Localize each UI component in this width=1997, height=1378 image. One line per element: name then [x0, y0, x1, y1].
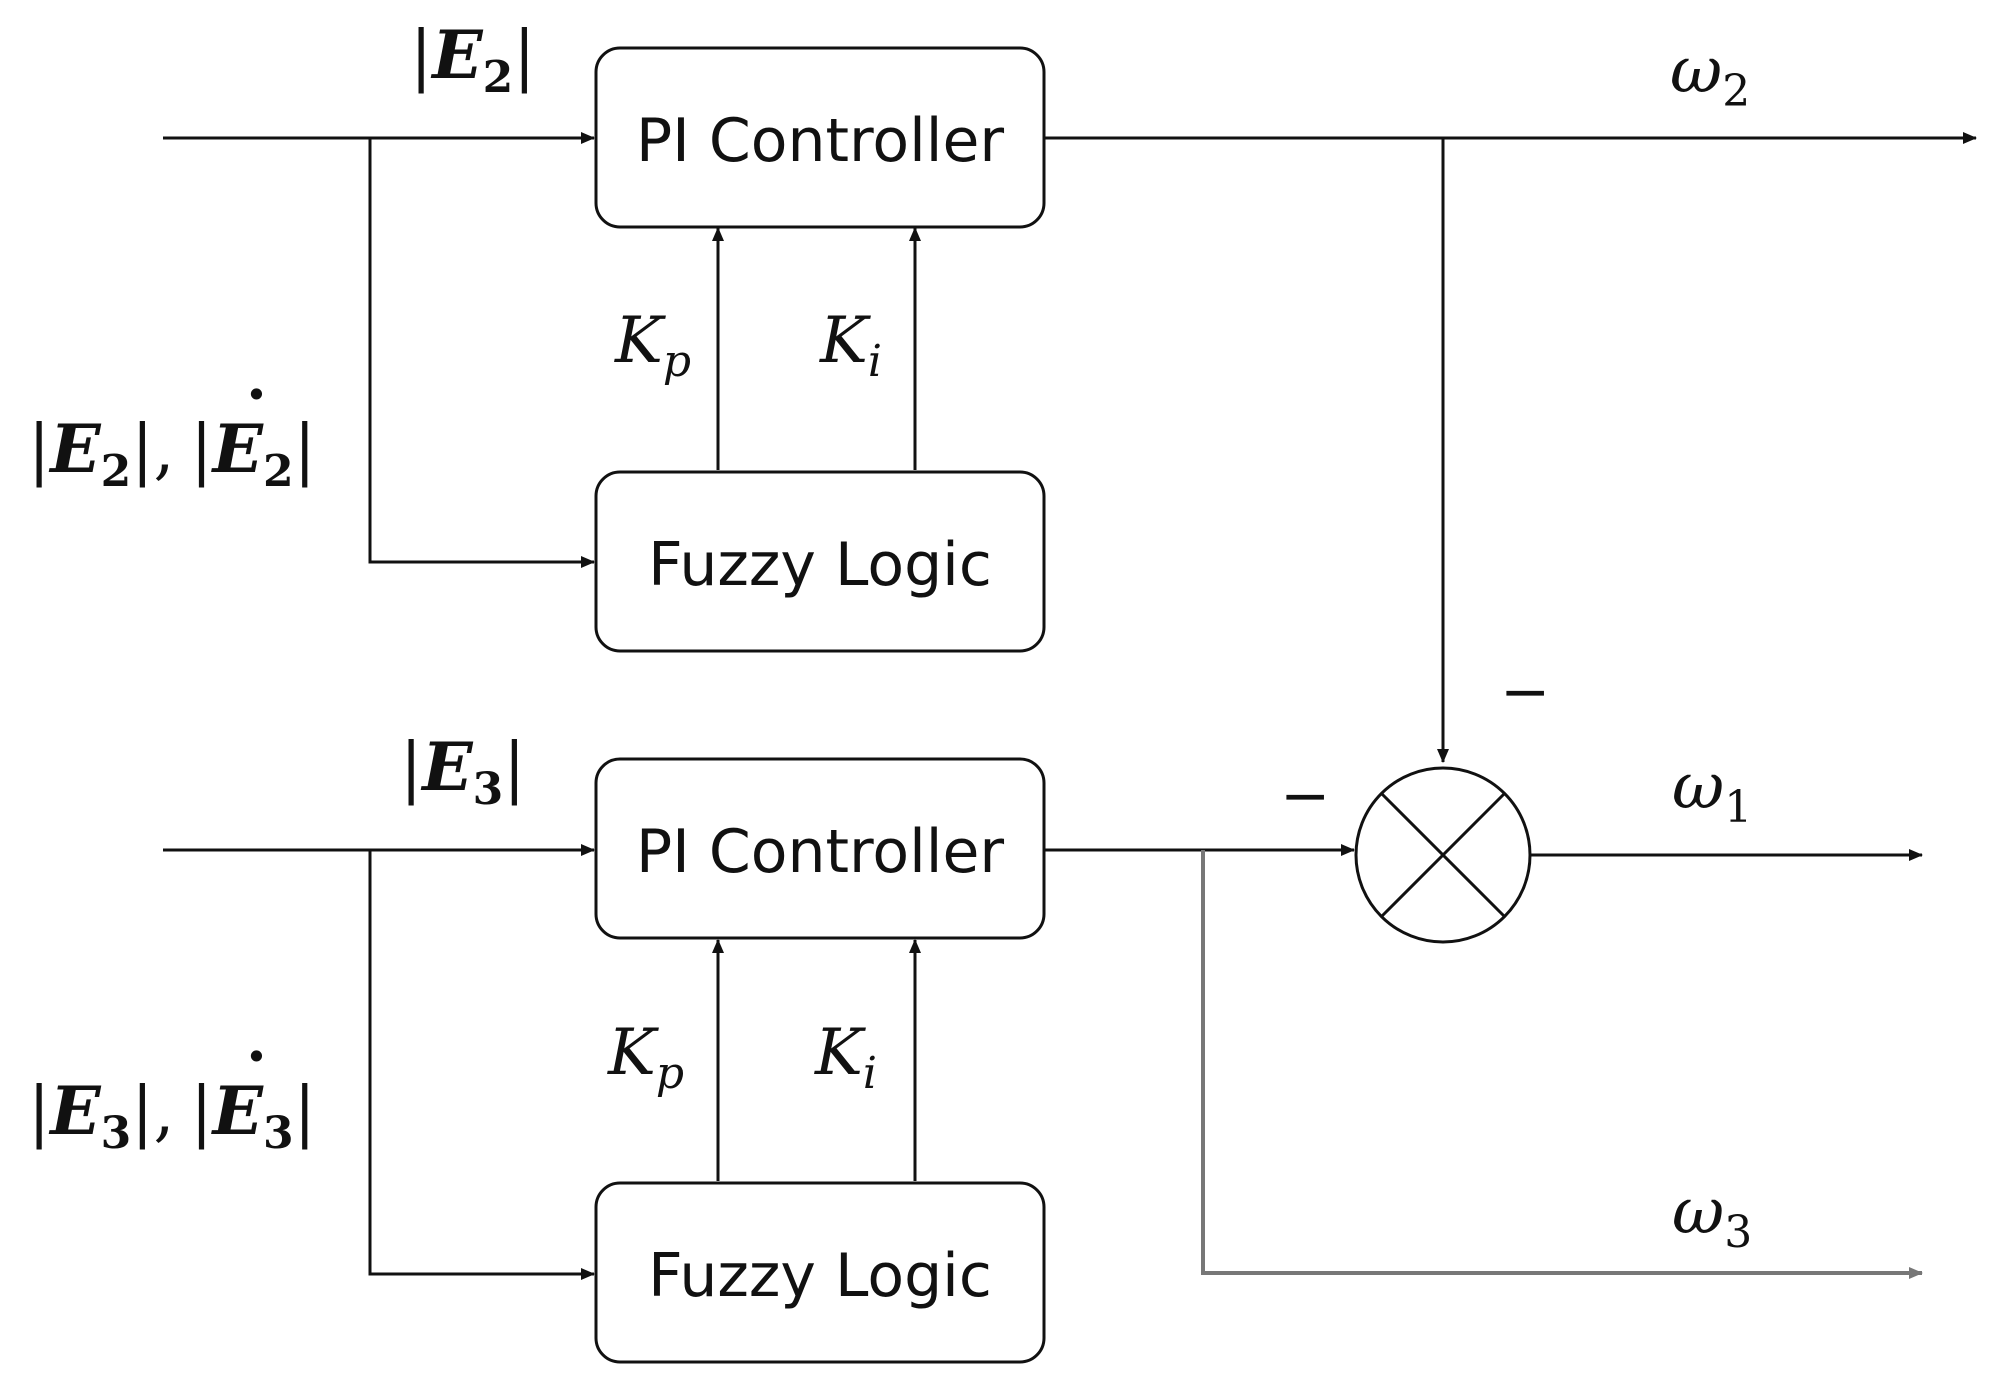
label-abs-e2-input: |E2|	[410, 16, 535, 103]
summing-junction	[1354, 766, 1532, 944]
label-e2-edot2: |E2|,|E2|	[28, 410, 316, 497]
label-ki-bottom: Ki	[814, 1016, 877, 1099]
label-kp-bottom: Kp	[607, 1016, 684, 1099]
output-line-omega3	[1201, 850, 1923, 1279]
label-omega2: ω2	[1670, 34, 1750, 117]
dot-e3: ·	[246, 1022, 267, 1092]
minus-sign-left: −	[1280, 761, 1330, 831]
pi-controller-label-top: PI Controller	[636, 106, 1004, 176]
label-kp-top: Kp	[614, 304, 691, 387]
branch-line-top	[368, 138, 595, 568]
label-omega1: ω1	[1672, 750, 1752, 833]
dot-e2: ·	[246, 360, 267, 430]
pi-controller-label-bottom: PI Controller	[636, 817, 1004, 887]
minus-sign-top: −	[1500, 657, 1550, 727]
label-ki-top: Ki	[819, 304, 882, 387]
label-omega3: ω3	[1672, 1175, 1752, 1258]
label-e3-edot3: |E3|,|E3|	[28, 1072, 316, 1159]
label-abs-e3-input: |E3|	[400, 728, 525, 815]
fuzzy-logic-label-bottom: Fuzzy Logic	[648, 1241, 992, 1311]
fuzzy-logic-block-bottom	[594, 1181, 1046, 1364]
branch-line-bottom	[368, 850, 595, 1280]
fuzzy-logic-block-top	[594, 470, 1046, 653]
fuzzy-logic-label-top: Fuzzy Logic	[648, 530, 992, 600]
